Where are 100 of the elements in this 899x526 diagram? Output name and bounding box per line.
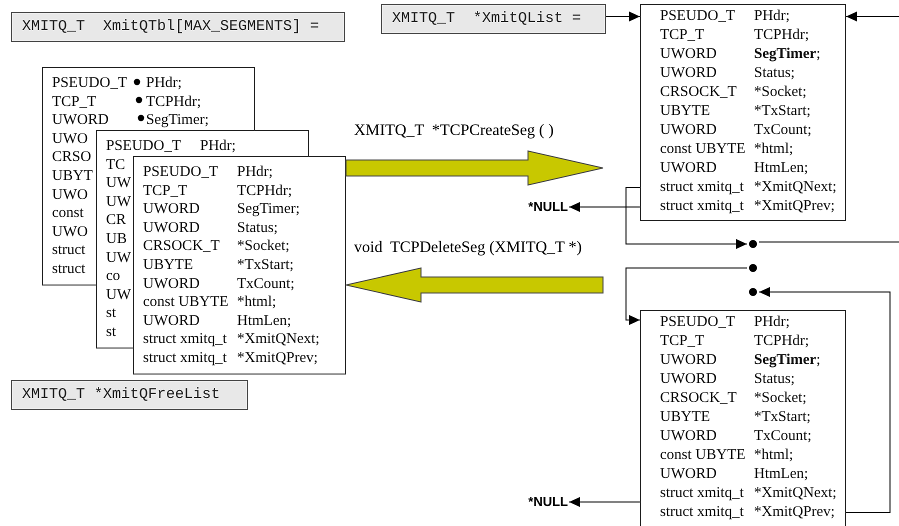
member-name: *XmitQPrev; — [237, 348, 318, 368]
type-name: CRSO — [52, 148, 92, 167]
type-name: struct xmitq_t — [660, 484, 744, 503]
block-arrow — [346, 150, 604, 186]
member-name: PHdr; — [754, 7, 790, 26]
member-name: SegTimer; — [754, 45, 820, 64]
member-name: *XmitQPrev; — [754, 197, 835, 216]
member-name: TxCount; — [237, 274, 295, 294]
member-name: *TxStart; — [237, 256, 294, 275]
type-name: PSEUDO_T — [660, 313, 736, 332]
type-name: const UBYTE — [660, 140, 746, 159]
type-name: CRSOCK_T — [660, 83, 737, 102]
type-name: UW — [106, 248, 131, 268]
member-name: TCPHdr; — [754, 26, 810, 45]
type-name: PSEUDO_T — [106, 137, 182, 156]
type-name: TCP_T — [660, 332, 704, 351]
member-name: *XmitQNext; — [754, 178, 836, 197]
type-name: struct — [52, 260, 86, 279]
null-label: *NULL — [500, 199, 568, 215]
member-name: TCPHdr; — [754, 332, 810, 351]
arrow — [568, 202, 640, 212]
arrow — [758, 287, 890, 513]
type-name: UBYT — [52, 166, 93, 186]
member-name: PHdr; — [200, 137, 236, 156]
member-name: *XmitQNext; — [754, 484, 836, 503]
struct-card — [640, 4, 846, 221]
member-name: Status; — [754, 370, 795, 389]
type-name: struct xmitq_t — [143, 348, 227, 368]
member-name: *XmitQNext; — [237, 330, 320, 349]
member-name: HtmLen; — [237, 312, 292, 330]
type-name: const UBYTE — [143, 293, 228, 312]
type-name: UWORD — [143, 312, 200, 330]
type-name: CR — [106, 211, 126, 230]
type-name: UWORD — [660, 159, 717, 178]
member-name: HtmLen; — [754, 465, 808, 484]
member-name: TxCount; — [754, 427, 812, 446]
type-name: UBYTE — [143, 256, 193, 275]
type-name: UWORD — [660, 45, 717, 64]
type-name: TCP_T — [143, 182, 188, 200]
type-name: PSEUDO_T — [52, 74, 128, 93]
member-name: *TxStart; — [754, 408, 811, 427]
member-name: *XmitQPrev; — [754, 503, 835, 522]
type-name: UWORD — [660, 370, 717, 389]
member-name: SegTimer; — [237, 200, 300, 219]
type-name: const — [52, 204, 84, 223]
type-name: PSEUDO_T — [660, 7, 736, 26]
member-name: *Socket; — [754, 83, 806, 102]
type-name: UBYTE — [660, 102, 710, 121]
type-name: UW — [106, 174, 131, 193]
type-name: UWORD — [660, 465, 717, 484]
member-name: HtmLen; — [754, 159, 808, 178]
type-name: struct xmitq_t — [143, 330, 227, 349]
member-name: SegTimer; — [146, 111, 209, 130]
code-label-box: XMITQ_T XmitQTbl[MAX_SEGMENTS] = — [11, 12, 345, 42]
member-name: *TxStart; — [754, 102, 811, 121]
arrow — [606, 12, 640, 22]
type-name: PSEUDO_T — [143, 163, 218, 182]
type-name: UWO — [52, 130, 88, 148]
type-name: UW — [106, 286, 131, 304]
type-name: st — [106, 322, 116, 342]
type-name: TCP_T — [52, 92, 96, 112]
member-name: PHdr; — [754, 313, 790, 332]
type-name: UWORD — [660, 427, 717, 446]
type-name: UWO — [52, 186, 88, 204]
type-name: struct xmitq_t — [660, 197, 744, 216]
member-name: SegTimer; — [754, 351, 820, 370]
member-name: *html; — [237, 293, 276, 312]
arrow — [626, 268, 748, 325]
member-name: TxCount; — [754, 121, 812, 140]
type-name: CRSOCK_T — [143, 237, 220, 256]
type-name: TCP_T — [660, 26, 704, 45]
type-name: UWORD — [660, 121, 717, 140]
member-name: *Socket; — [754, 389, 806, 408]
member-name: *Socket; — [237, 237, 290, 256]
type-name: UWO — [52, 222, 88, 242]
null-label: *NULL — [500, 494, 568, 510]
member-name: PHdr; — [146, 74, 182, 93]
arrow — [846, 12, 899, 22]
member-name: PHdr; — [237, 163, 273, 182]
type-name: UWORD — [660, 351, 717, 370]
type-name: co — [106, 267, 120, 286]
type-name: UWORD — [52, 111, 109, 130]
member-name: *html; — [754, 140, 794, 159]
struct-card — [640, 310, 846, 526]
type-name: UWORD — [143, 200, 200, 219]
arrow — [626, 187, 748, 249]
type-name: UWORD — [143, 218, 200, 238]
type-name: CRSOCK_T — [660, 389, 737, 408]
code-label-box: XMITQ_T *XmitQFreeList — [11, 380, 248, 410]
member-name: TCPHdr; — [237, 182, 292, 200]
type-name: struct xmitq_t — [660, 503, 744, 522]
code-label-box: XMITQ_T *XmitQList = — [381, 4, 606, 34]
type-name: struct xmitq_t — [660, 178, 744, 197]
type-name: UBYTE — [660, 408, 710, 427]
type-name: UWORD — [143, 274, 200, 294]
type-name: UW — [106, 192, 131, 212]
member-name: TCPHdr; — [146, 92, 202, 112]
edge-label: XMITQ_T *TCPCreateSeg ( ) — [354, 122, 554, 140]
type-name: UWORD — [660, 64, 717, 83]
member-name: Status; — [237, 218, 278, 238]
